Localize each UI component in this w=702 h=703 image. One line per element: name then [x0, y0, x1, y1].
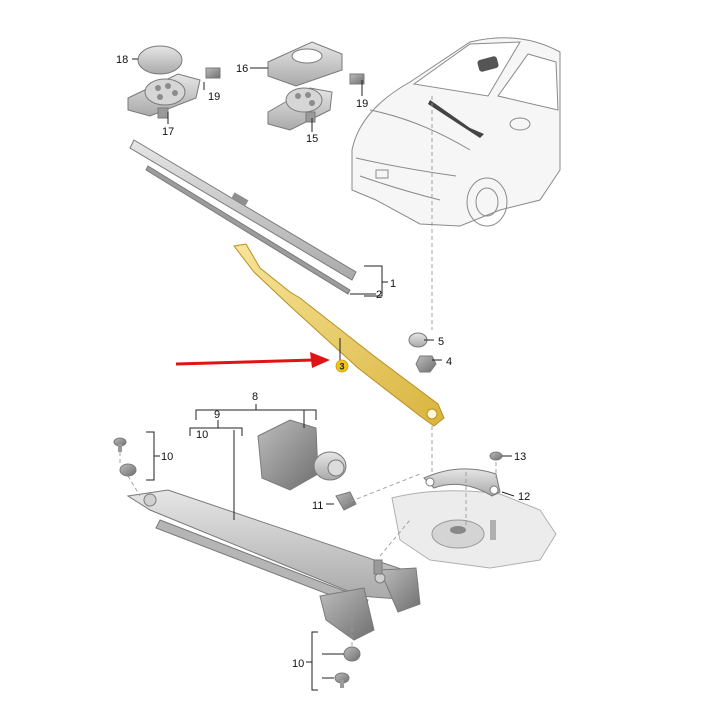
connector-clip-19-left	[205, 67, 221, 79]
callout-16: 16	[236, 63, 248, 75]
callout-17: 17	[162, 126, 174, 138]
wiper-rubber-2	[145, 165, 351, 295]
wiper-arm-on-vehicle	[428, 56, 499, 138]
callout-12: 12	[518, 491, 530, 503]
nut-4	[415, 355, 437, 373]
callout-10-motor: 10	[196, 429, 208, 441]
callout-4: 4	[446, 356, 452, 368]
connector-clip-19-right	[349, 73, 365, 85]
callout-13: 13	[514, 451, 526, 463]
grommet-10-top	[119, 463, 137, 477]
callout-5: 5	[438, 336, 444, 348]
callout-labels: 18 19 17 16 19 15 1 2 5 4 8 9 10 10 11 1…	[116, 54, 530, 670]
callout-18: 18	[116, 54, 128, 66]
nut-13	[489, 451, 503, 461]
callout-2: 2	[376, 289, 382, 301]
body-panel	[391, 490, 557, 569]
callout-3: 3	[340, 362, 345, 372]
bolt-10-top	[113, 437, 127, 452]
grommet-11	[335, 491, 357, 511]
callout-3-badge: 3	[335, 359, 349, 373]
callout-9: 9	[214, 409, 220, 421]
grommet-10-bottom	[343, 646, 361, 662]
callout-8: 8	[252, 391, 258, 403]
leader-lines	[132, 58, 515, 691]
pointer-arrow	[175, 352, 330, 368]
sensor-cover-18	[137, 45, 183, 75]
wiper-arm-3	[233, 243, 445, 427]
callout-11: 11	[312, 500, 323, 512]
callout-10-bottom: 10	[292, 658, 304, 670]
callout-15: 15	[306, 133, 318, 145]
wiper-linkage	[126, 489, 421, 641]
sensor-bracket-16	[267, 41, 343, 87]
callout-1: 1	[390, 278, 396, 290]
vehicle-outline	[351, 37, 561, 227]
rain-light-sensor-17	[127, 73, 201, 119]
bracket-12	[423, 468, 501, 497]
humidity-sensor-15	[267, 87, 333, 131]
wiper-motor	[257, 419, 347, 491]
bolt-10-bottom	[334, 672, 350, 688]
assembly-guides	[119, 96, 497, 646]
callout-10-left: 10	[161, 451, 173, 463]
callout-19-left: 19	[208, 91, 220, 103]
callout-19-right: 19	[356, 98, 368, 110]
wiper-blade-1	[129, 139, 357, 281]
